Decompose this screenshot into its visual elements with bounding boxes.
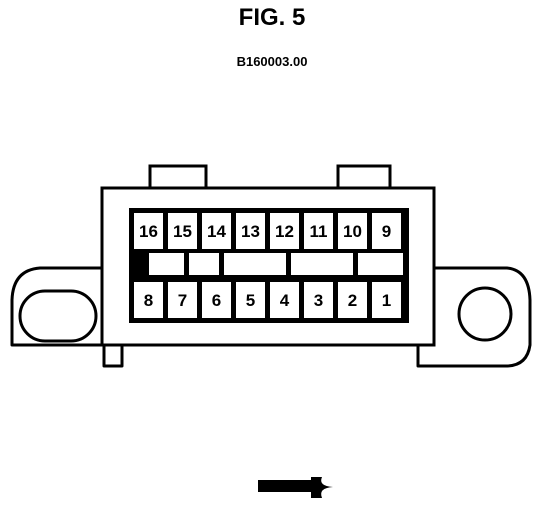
pin-6: 6 (202, 282, 231, 318)
pin-number-label: 3 (314, 291, 323, 310)
pin-cell (202, 282, 231, 318)
pin-7: 7 (168, 282, 197, 318)
pin-14: 14 (202, 213, 231, 249)
pin-cell (202, 213, 231, 249)
pin-11: 11 (304, 213, 333, 249)
pin-number-label: 2 (348, 291, 357, 310)
pin-cell (236, 282, 265, 318)
right-mounting-hole (457, 286, 513, 342)
left-mounting-slot (18, 289, 98, 343)
pin-number-label: 1 (382, 291, 391, 310)
right-latch-tab (336, 164, 392, 190)
top-row-pins: 16 15 14 13 12 11 10 9 (134, 213, 401, 249)
pin-9: 9 (372, 213, 401, 249)
pin-number-label: 10 (343, 222, 362, 241)
pin-number-label: 14 (207, 222, 226, 241)
pin-number-label: 9 (382, 222, 391, 241)
pin-number-label: 4 (280, 291, 290, 310)
pin-1: 1 (372, 282, 401, 318)
right-mounting-ear (416, 266, 532, 368)
figure-code: B160003.00 (236, 54, 308, 69)
pin-cell (168, 213, 197, 249)
pin-cell (304, 213, 333, 249)
pin-8: 8 (134, 282, 163, 318)
pin-10: 10 (338, 213, 367, 249)
pin-cell (168, 282, 197, 318)
pin-number-label: 16 (139, 222, 158, 241)
left-latch-tab (148, 164, 208, 190)
left-mounting-ear (10, 266, 124, 368)
figure-title: FIG. 5 (238, 4, 306, 31)
pin-cell (236, 213, 265, 249)
pin-cell (338, 282, 367, 318)
pin-cell (134, 282, 163, 318)
pin-cell (338, 213, 367, 249)
pin-cell (270, 213, 299, 249)
direction-arrow-icon (258, 477, 333, 498)
pin-cell (372, 282, 401, 318)
pin-5: 5 (236, 282, 265, 318)
pin-cell (270, 282, 299, 318)
pin-3: 3 (304, 282, 333, 318)
pin-15: 15 (168, 213, 197, 249)
pin-13: 13 (236, 213, 265, 249)
pin-12: 12 (270, 213, 299, 249)
pin-4: 4 (270, 282, 299, 318)
pin-number-label: 13 (241, 222, 260, 241)
pin-cell (134, 213, 163, 249)
pin-number-label: 6 (212, 291, 221, 310)
separator-band (149, 253, 403, 275)
pin-number-label: 7 (178, 291, 187, 310)
pin-number-label: 8 (144, 291, 153, 310)
pin-16: 16 (134, 213, 163, 249)
pin-number-label: 5 (246, 291, 255, 310)
pin-2: 2 (338, 282, 367, 318)
bottom-row-pins: 8 7 6 5 4 3 2 1 (134, 282, 401, 318)
pin-number-label: 15 (173, 222, 192, 241)
pin-cell (304, 282, 333, 318)
pin-number-label: 12 (275, 222, 294, 241)
pin-cell (372, 213, 401, 249)
pin-number-label: 11 (310, 222, 328, 241)
